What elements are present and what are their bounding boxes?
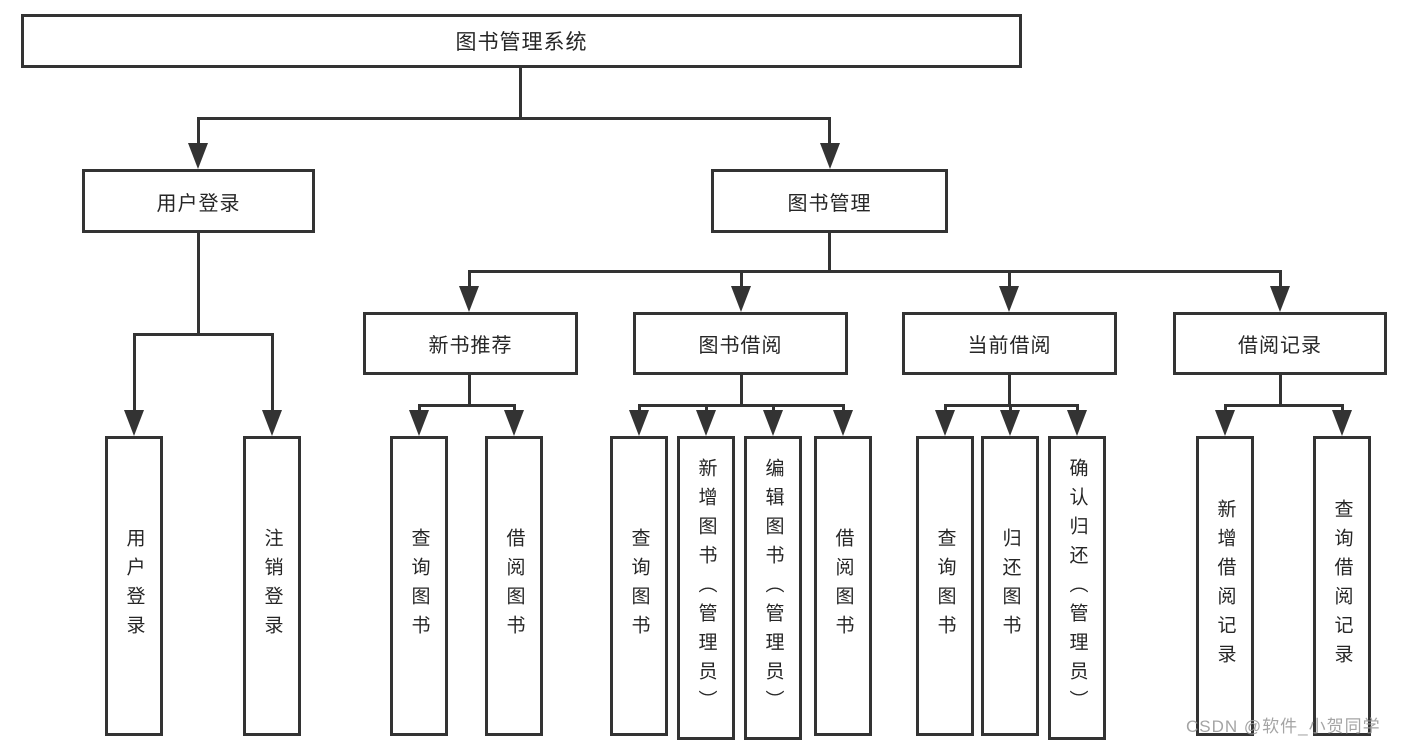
leaf-label: 新增借阅记录	[1214, 499, 1236, 673]
connector-borrowing-records-drop	[1278, 375, 1282, 407]
node-label: 图书管理系统	[455, 31, 588, 54]
leaf-label: 查询图书	[934, 528, 956, 644]
node-label: 图书管理	[787, 192, 872, 215]
node-new-book-recommend: 新书推荐	[363, 312, 578, 375]
leaf-label: 查询图书	[628, 528, 650, 644]
connector-new-book-drop	[467, 375, 471, 407]
leaf-query-books-3: 查询图书	[916, 436, 974, 736]
leaf-borrow-books-2: 借阅图书	[814, 436, 872, 736]
connector-book-borrowing-bus	[637, 404, 845, 407]
node-current-borrowing: 当前借阅	[902, 312, 1117, 375]
connector-new-book-bus	[417, 404, 516, 407]
leaf-label: 注销登录	[261, 528, 283, 644]
arrow-down-current-borrowing	[999, 270, 1019, 312]
arrow-down-leaf-logout	[262, 333, 282, 436]
leaf-query-books-1: 查询图书	[390, 436, 448, 736]
arrow-down-leaf-borrow-books-1	[504, 404, 524, 436]
arrow-down-borrowing-records	[1270, 270, 1290, 312]
connector-level1-bus	[196, 117, 831, 120]
node-label: 用户登录	[156, 192, 241, 215]
leaf-label: 编辑图书（管理员）	[762, 457, 784, 719]
node-book-management: 图书管理	[711, 169, 948, 233]
connector-user-login-bus	[132, 333, 274, 336]
leaf-label: 用户登录	[123, 528, 145, 644]
leaf-borrow-books-1: 借阅图书	[485, 436, 543, 736]
leaf-label: 归还图书	[999, 528, 1021, 644]
arrow-down-leaf-edit-books	[763, 404, 783, 436]
node-label: 借阅记录	[1238, 335, 1322, 357]
node-library-management-system: 图书管理系统	[21, 14, 1022, 68]
arrow-down-leaf-query-borrow-record	[1332, 404, 1352, 436]
arrow-down-leaf-confirm-return	[1067, 404, 1087, 436]
connector-root-drop	[518, 68, 522, 118]
arrow-down-leaf-query-books-1	[409, 404, 429, 436]
connector-book-borrowing-drop	[739, 375, 743, 407]
leaf-label: 确认归还（管理员）	[1066, 457, 1088, 719]
leaf-label: 查询借阅记录	[1331, 499, 1353, 673]
watermark: CSDN @软件_小贺同学	[1186, 717, 1381, 736]
node-user-login: 用户登录	[82, 169, 315, 233]
node-label: 当前借阅	[967, 335, 1052, 357]
leaf-edit-books-admin: 编辑图书（管理员）	[744, 436, 802, 740]
leaf-confirm-return-admin: 确认归还（管理员）	[1048, 436, 1106, 740]
leaf-add-borrow-record: 新增借阅记录	[1196, 436, 1254, 736]
node-label: 新书推荐	[428, 335, 513, 357]
leaf-query-borrow-record: 查询借阅记录	[1313, 436, 1371, 736]
leaf-label: 新增图书（管理员）	[695, 457, 717, 719]
arrow-down-leaf-return-books	[1000, 404, 1020, 436]
node-book-borrowing: 图书借阅	[633, 312, 848, 375]
node-borrowing-records: 借阅记录	[1173, 312, 1387, 375]
arrow-down-leaf-add-books	[696, 404, 716, 436]
leaf-label: 借阅图书	[503, 528, 525, 644]
leaf-label: 查询图书	[408, 528, 430, 644]
arrow-down-leaf-borrow-books-2	[833, 404, 853, 436]
leaf-return-books: 归还图书	[981, 436, 1039, 736]
arrow-down-leaf-query-books-3	[935, 404, 955, 436]
arrow-down-book-borrowing	[731, 270, 751, 312]
leaf-logout: 注销登录	[243, 436, 301, 736]
leaf-add-books-admin: 新增图书（管理员）	[677, 436, 735, 740]
connector-current-borrowing-drop	[1007, 375, 1011, 407]
arrow-down-new-book-recommend	[459, 270, 479, 312]
connector-book-management-drop	[828, 233, 831, 273]
connector-level2-bus	[467, 270, 1282, 273]
leaf-user-login: 用户登录	[105, 436, 163, 736]
arrow-down-leaf-add-borrow-record	[1215, 404, 1235, 436]
connector-user-login-drop	[196, 233, 200, 336]
leaf-label: 借阅图书	[832, 528, 854, 644]
leaf-query-books-2: 查询图书	[610, 436, 668, 736]
connector-borrowing-records-bus	[1223, 404, 1344, 407]
arrow-down-book-management	[819, 117, 840, 169]
arrow-down-leaf-user-login	[124, 333, 144, 436]
arrow-down-leaf-query-books-2	[629, 404, 649, 436]
node-label: 图书借阅	[698, 335, 783, 357]
arrow-down-user-login	[188, 117, 208, 169]
